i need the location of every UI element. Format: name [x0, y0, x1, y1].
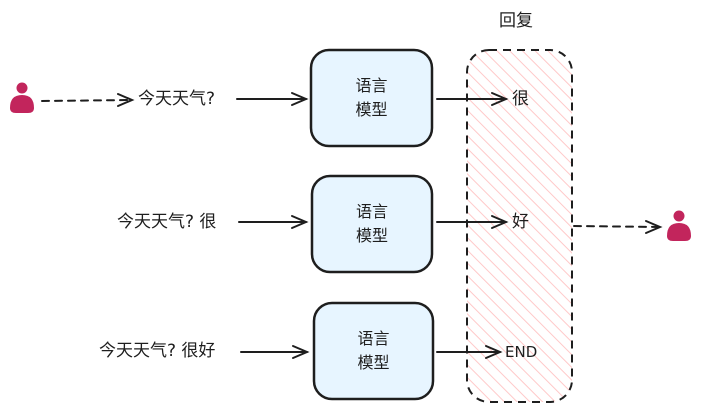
- output-token-3: END: [505, 343, 538, 361]
- reply-title: 回复: [499, 11, 533, 31]
- arrow-model-to-output-3: [436, 345, 503, 359]
- model-label-line2: 模型: [355, 226, 388, 245]
- model-label-1: 语言 模型: [311, 74, 432, 122]
- model-box-2: [310, 174, 434, 274]
- model-label-2: 语言 模型: [312, 200, 432, 248]
- output-token-2: 好: [512, 212, 529, 232]
- model-label-line1: 语言: [357, 329, 390, 348]
- arrow-input-to-model-3: [240, 345, 310, 359]
- arrow-reply-to-user: [573, 220, 663, 234]
- arrow-model-to-output-2: [436, 215, 509, 229]
- model-label-line2: 模型: [357, 353, 390, 372]
- user-icon: [10, 82, 34, 113]
- arrow-model-to-output-1: [436, 92, 509, 106]
- arrow-input-to-model-2: [238, 215, 309, 229]
- model-box-1: [309, 48, 434, 148]
- input-text-1: 今天天气?: [138, 89, 216, 109]
- arrow-user-to-input: [41, 93, 135, 107]
- input-text-3: 今天天气? 很好: [99, 341, 216, 361]
- model-label-line2: 模型: [355, 100, 388, 119]
- model-label-line1: 语言: [355, 76, 388, 95]
- arrow-input-to-model-1: [236, 92, 309, 106]
- model-label-line1: 语言: [355, 202, 388, 221]
- model-label-3: 语言 模型: [314, 327, 433, 375]
- output-token-1: 很: [512, 89, 529, 109]
- reply-container: [466, 49, 573, 403]
- input-text-2: 今天天气? 很: [117, 212, 217, 232]
- user-icon: [667, 210, 691, 241]
- model-box-3: [312, 301, 435, 401]
